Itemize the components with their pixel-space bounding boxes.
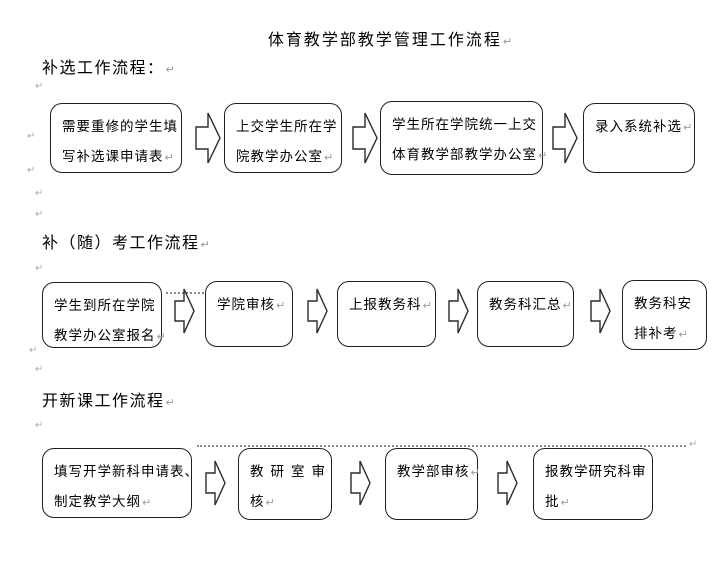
box-text-line: 排补考↵ bbox=[634, 326, 688, 342]
flow-arrow-icon[interactable] bbox=[590, 287, 611, 335]
return-mark-icon: ↵ bbox=[276, 299, 286, 312]
flow-box-arrange-makeup-exam[interactable]: 教务科安 排补考↵ bbox=[622, 280, 707, 350]
section-heading-buxuan: 补选工作流程：↵ bbox=[42, 58, 175, 77]
paragraph-mark-icon: ↵ bbox=[35, 209, 44, 220]
return-mark-icon: ↵ bbox=[165, 396, 175, 409]
box-text-line: 院教学办公室↵ bbox=[236, 149, 334, 165]
paragraph-mark-icon: ↵ bbox=[35, 263, 44, 274]
box-text-line: 写补选课申请表↵ bbox=[62, 149, 174, 165]
flow-box-report-academic-office[interactable]: 上报教务科↵ bbox=[337, 281, 436, 347]
box-text-line: 体育教学部教学办公室↵ bbox=[392, 147, 548, 163]
flow-arrow-icon[interactable] bbox=[497, 459, 518, 507]
dotted-connector-line bbox=[166, 292, 212, 294]
flow-box-enter-system[interactable]: 录入系统补选↵ bbox=[583, 103, 695, 173]
flow-arrow-icon[interactable] bbox=[205, 459, 226, 507]
flow-arrow-icon[interactable] bbox=[352, 110, 378, 166]
return-mark-icon: ↵ bbox=[422, 299, 432, 312]
return-mark-icon: ↵ bbox=[165, 63, 175, 76]
flow-arrow-icon[interactable] bbox=[448, 287, 469, 335]
dotted-connector-line bbox=[197, 445, 686, 447]
return-mark-icon: ↵ bbox=[560, 496, 570, 509]
return-mark-icon: ↵ bbox=[164, 151, 174, 164]
return-mark-icon: ↵ bbox=[538, 149, 548, 162]
flow-arrow-icon[interactable] bbox=[552, 110, 578, 166]
flow-arrow-icon[interactable] bbox=[307, 287, 328, 335]
paragraph-mark-icon: ↵ bbox=[27, 165, 36, 176]
box-text-line: 教务科安 bbox=[634, 296, 692, 312]
return-mark-icon: ↵ bbox=[265, 496, 275, 509]
box-text-line: 制定教学大纲↵ bbox=[54, 494, 152, 510]
paragraph-mark-icon: ↵ bbox=[29, 345, 38, 356]
box-text-line: 录入系统补选↵ bbox=[595, 119, 693, 135]
box-text-line: 上报教务科↵ bbox=[349, 297, 432, 313]
return-mark-icon: ↵ bbox=[502, 35, 513, 48]
box-text-line: 学院审核↵ bbox=[217, 297, 286, 313]
return-mark-icon: ↵ bbox=[142, 496, 152, 509]
flow-box-fill-new-course-form[interactable]: 填写开学新科申请表、 制定教学大纲↵ bbox=[42, 448, 199, 518]
flow-box-report-research-section-approval[interactable]: 报教学研究科审 批↵ bbox=[533, 448, 653, 520]
paragraph-mark-icon: ↵ bbox=[27, 131, 36, 142]
box-text-line: 填写开学新科申请表、 bbox=[54, 464, 199, 480]
return-mark-icon: ↵ bbox=[324, 151, 334, 164]
flow-arrow-icon[interactable] bbox=[174, 287, 195, 335]
return-mark-icon: ↵ bbox=[200, 238, 210, 251]
box-text-line: 教务科汇总↵ bbox=[489, 297, 572, 313]
box-text-line: 需要重修的学生填 bbox=[62, 119, 178, 135]
flow-arrow-icon[interactable] bbox=[350, 459, 371, 507]
flow-box-submit-to-college[interactable]: 上交学生所在学 院教学办公室↵ bbox=[224, 103, 342, 173]
return-mark-icon: ↵ bbox=[470, 466, 480, 479]
box-text-line: 教学部审核↵ bbox=[397, 464, 480, 480]
return-mark-icon: ↵ bbox=[683, 121, 693, 134]
box-text-line: 批↵ bbox=[545, 494, 570, 510]
box-text-line: 上交学生所在学 bbox=[236, 119, 338, 135]
paragraph-mark-icon: ↵ bbox=[35, 364, 44, 375]
flow-box-teaching-research-office-review[interactable]: 教研室审 核↵ bbox=[238, 448, 332, 520]
box-text-line: 学生所在学院统一上交 bbox=[392, 117, 537, 133]
section-heading-bukao: 补（随）考工作流程↵ bbox=[42, 233, 210, 252]
flow-box-academic-office-summary[interactable]: 教务科汇总↵ bbox=[477, 281, 574, 347]
box-text-line: 学生到所在学院 bbox=[54, 298, 156, 314]
box-text-line: 报教学研究科审 bbox=[545, 464, 647, 480]
flow-box-college-review[interactable]: 学院审核↵ bbox=[205, 281, 293, 347]
return-mark-icon: ↵ bbox=[562, 299, 572, 312]
return-mark-icon: ↵ bbox=[678, 328, 688, 341]
paragraph-mark-icon: ↵ bbox=[35, 188, 44, 199]
box-text-line: 教研室审 bbox=[250, 464, 332, 480]
flow-box-student-register[interactable]: 学生到所在学院 教学办公室报名↵ bbox=[42, 282, 166, 348]
paragraph-mark-icon: ↵ bbox=[35, 81, 44, 92]
return-mark-icon: ↵ bbox=[689, 439, 698, 450]
flow-box-college-submit-pe-dept[interactable]: 学生所在学院统一上交 体育教学部教学办公室↵ bbox=[380, 101, 548, 175]
section-heading-kaixinke: 开新课工作流程↵ bbox=[42, 391, 175, 410]
flow-box-fill-application[interactable]: 需要重修的学生填 写补选课申请表↵ bbox=[50, 103, 182, 173]
paragraph-mark-icon: ↵ bbox=[35, 420, 44, 431]
flow-arrow-icon[interactable] bbox=[195, 110, 221, 166]
return-mark-icon: ↵ bbox=[156, 330, 166, 343]
box-text-line: 核↵ bbox=[250, 494, 275, 510]
box-text-line: 教学办公室报名↵ bbox=[54, 328, 166, 344]
flow-box-teaching-dept-review[interactable]: 教学部审核↵ bbox=[385, 448, 480, 520]
page-title: 体育教学部教学管理工作流程↵ bbox=[267, 30, 513, 49]
